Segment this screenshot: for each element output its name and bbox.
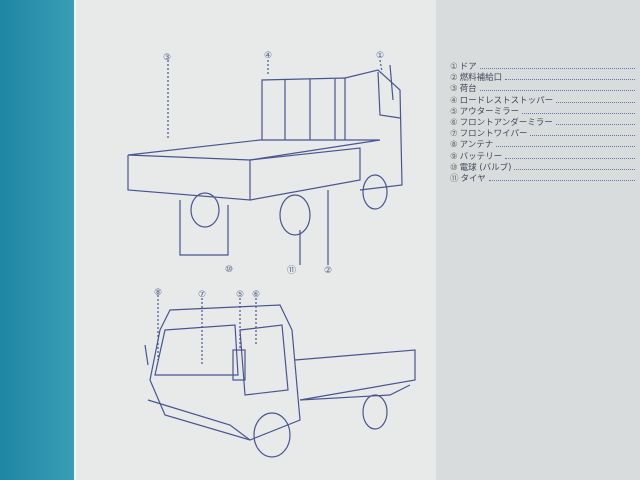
item-label: フロントアンダーミラー (459, 117, 553, 128)
leader-dots (488, 174, 635, 181)
leader-dots (479, 84, 635, 92)
left-page (74, 0, 438, 480)
item-label: バッテリー (459, 151, 503, 162)
item-label: アンテナ (459, 140, 494, 151)
callout-rear-1: ③ (163, 53, 171, 63)
item-label: タイヤ (460, 173, 486, 184)
leader-dots (530, 129, 635, 137)
item-label: 燃料補給口 (459, 73, 503, 84)
leader-dots (556, 96, 635, 103)
callout-rear-4: ⑩ (225, 265, 233, 275)
item-number: ⑨ (450, 151, 458, 162)
callout-front-3: ⑤ (236, 290, 244, 300)
leader-dots (555, 118, 635, 125)
truck-rear-view (127, 59, 403, 265)
item-number: ⑥ (450, 117, 458, 128)
item-number: ② (450, 73, 458, 84)
item-number: ⑪ (450, 173, 459, 184)
item-number: ③ (450, 84, 458, 95)
callout-front-2: ⑦ (198, 290, 206, 300)
leader-dots (514, 163, 635, 170)
item-number: ⑤ (450, 106, 458, 117)
item-label: フロントワイパー (459, 129, 528, 140)
item-number: ④ (450, 95, 458, 106)
item-label: 荷台 (459, 84, 477, 95)
callout-rear-2: ④ (264, 51, 272, 61)
item-number: ⑦ (450, 129, 458, 140)
leader-dots (496, 140, 635, 148)
item-number: ⑧ (450, 140, 458, 151)
leader-dots (505, 152, 635, 159)
callout-rear-3: ① (376, 51, 384, 61)
item-label: 電球 (バルブ) (459, 162, 512, 173)
truck-front-view (144, 295, 416, 458)
leader-dots (479, 62, 635, 69)
leader-dots (522, 107, 635, 114)
callout-rear-5: ⑪ (287, 265, 296, 276)
item-label: ロードレストストッパー (459, 95, 554, 106)
item-number: ① (450, 62, 458, 72)
leader-dots (505, 73, 635, 81)
callout-rear-6: ② (324, 266, 332, 276)
item-label: アウターミラー (459, 106, 520, 117)
background-surface (0, 0, 80, 480)
item-number: ⑩ (450, 162, 458, 173)
callout-front-1: ⑧ (154, 288, 162, 298)
item-label: ドア (459, 62, 477, 72)
callout-front-4: ⑥ (252, 290, 260, 300)
